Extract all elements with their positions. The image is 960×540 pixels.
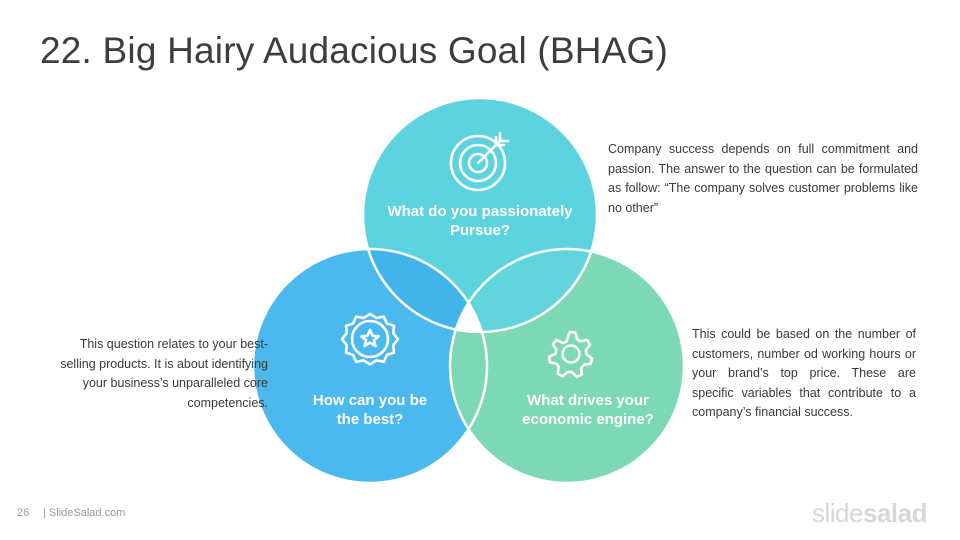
- top-circle-label-line2: Pursue?: [450, 222, 510, 239]
- gear-icon: [547, 330, 594, 379]
- overlap-top-right: [450, 249, 597, 332]
- target-icon: [449, 131, 510, 192]
- right-circle-label-line2: economic engine?: [522, 411, 654, 428]
- slidesalad-logo: slidesalad: [812, 498, 927, 529]
- top-circle-label-line1: What do you passionately: [387, 203, 573, 220]
- description-right: This could be based on the number of cus…: [692, 327, 916, 419]
- overlap-top-left: [363, 249, 487, 332]
- left-circle-label-line1: How can you be: [313, 392, 427, 409]
- slide-title: 22. Big Hairy Audacious Goal (BHAG): [40, 30, 669, 71]
- description-left: This question relates to your best-selli…: [60, 337, 268, 410]
- page-number: 26: [17, 507, 30, 519]
- logo-part1: slide: [812, 498, 863, 528]
- description-top: Company success depends on full commitme…: [608, 142, 918, 215]
- logo-part2: salad: [862, 498, 928, 528]
- star-badge-icon: [340, 312, 400, 366]
- right-circle-label-line1: What drives your: [527, 392, 649, 409]
- left-circle-label-line2: the best?: [337, 411, 404, 428]
- footer-site-link[interactable]: | SlideSalad.com: [43, 507, 126, 519]
